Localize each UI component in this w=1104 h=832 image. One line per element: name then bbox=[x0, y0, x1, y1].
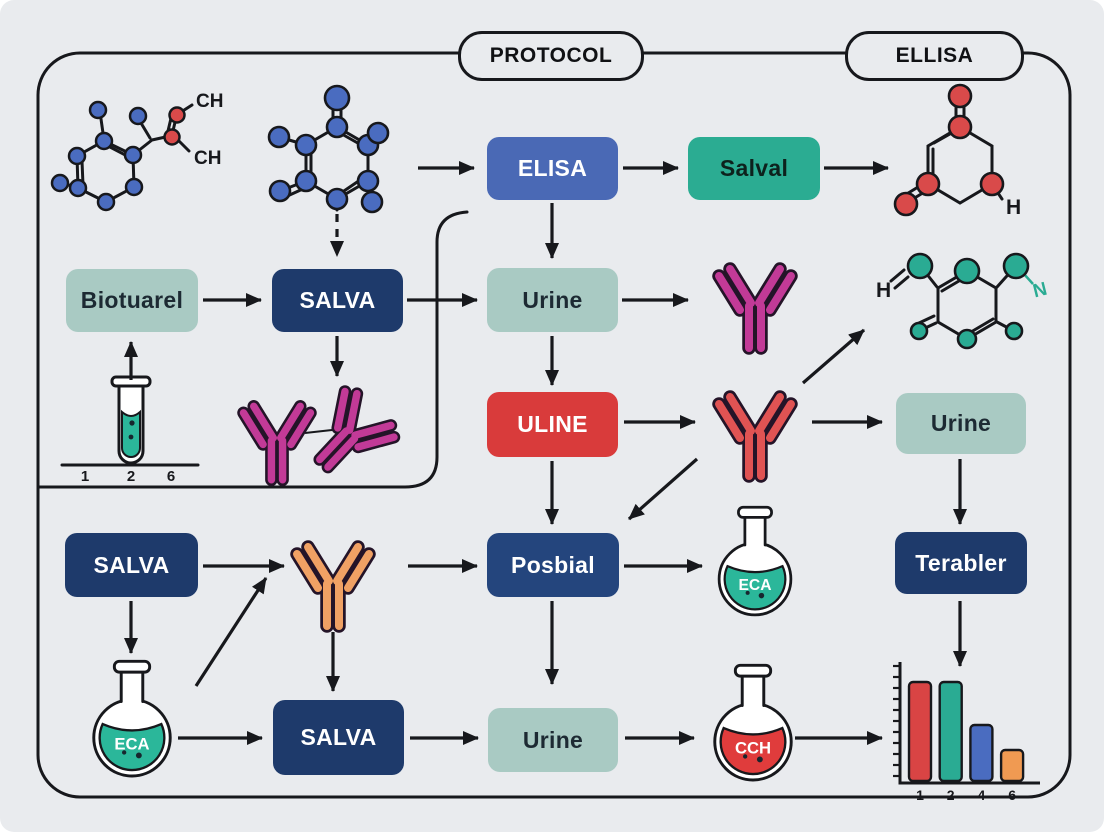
result-bar-chart: 1 2 4 6 bbox=[893, 662, 1040, 803]
flow-arrows bbox=[124, 161, 967, 745]
orange-antibody-icon bbox=[297, 547, 369, 626]
node-uline: ULINE bbox=[487, 392, 618, 457]
h-label-red-molecule: H bbox=[1006, 196, 1021, 219]
flow-arrow bbox=[627, 457, 699, 521]
teal-ring-molecule-icon: H N bbox=[876, 252, 1049, 350]
node-urine-center: Urine bbox=[487, 268, 618, 332]
header-pill-ellisa: ELLISA bbox=[845, 31, 1024, 81]
flow-arrow bbox=[801, 328, 866, 385]
chart-axes bbox=[898, 662, 1040, 785]
chart-bar bbox=[907, 680, 933, 783]
chart-x-label: 4 bbox=[978, 787, 986, 803]
eca-flask-left-icon: ECA bbox=[92, 659, 172, 778]
red-ring-molecule-icon: H bbox=[893, 83, 1021, 219]
eca-flask-mid-icon: ECA bbox=[717, 505, 793, 617]
node-salva-bottom: SALVA bbox=[273, 700, 404, 775]
blue-chain-molecule-icon: CH CH bbox=[50, 91, 223, 212]
chart-x-label: 6 bbox=[1008, 787, 1016, 803]
cch-flask-icon: CCH bbox=[713, 663, 793, 782]
flow-arrow bbox=[194, 577, 268, 687]
ch-label-top: CH bbox=[196, 91, 223, 112]
node-urine-bottom: Urine bbox=[488, 708, 618, 772]
chart-x-label: 2 bbox=[947, 787, 955, 803]
ch-label-bottom: CH bbox=[194, 148, 221, 169]
magenta-antibody-pair-icon bbox=[244, 387, 399, 486]
node-salva-left: SALVA bbox=[65, 533, 198, 597]
node-salval: Salval bbox=[688, 137, 820, 200]
cch-flask-label: CCH bbox=[735, 739, 771, 758]
node-posbial: Posbial bbox=[487, 533, 619, 597]
n-label-teal-molecule: N bbox=[1031, 279, 1049, 303]
blue-ring-molecule-icon bbox=[267, 84, 390, 214]
h-label-teal-molecule: H bbox=[876, 279, 891, 302]
chart-bar bbox=[938, 680, 963, 783]
node-urine-right: Urine bbox=[896, 393, 1026, 454]
node-elisa: ELISA bbox=[487, 137, 618, 200]
chart-x-label: 1 bbox=[916, 787, 924, 803]
tube-axis-label-3: 6 bbox=[167, 468, 175, 485]
test-tube-icon: 1 2 6 bbox=[60, 375, 200, 485]
tube-axis-label-1: 1 bbox=[81, 468, 89, 485]
node-biotuarel: Biotuarel bbox=[66, 269, 198, 332]
magenta-antibody-icon bbox=[719, 269, 791, 348]
chart-bar bbox=[999, 748, 1025, 783]
eca-flask-left-label: ECA bbox=[114, 735, 149, 754]
red-antibody-icon bbox=[719, 397, 791, 476]
node-terabler: Terabler bbox=[895, 532, 1027, 594]
chart-bar bbox=[969, 723, 994, 783]
header-pill-protocol: PROTOCOL bbox=[458, 31, 644, 81]
section-divider bbox=[36, 210, 469, 489]
eca-flask-mid-label: ECA bbox=[739, 577, 772, 594]
tube-axis-label-2: 2 bbox=[127, 468, 135, 485]
node-salva-top: SALVA bbox=[272, 269, 403, 332]
